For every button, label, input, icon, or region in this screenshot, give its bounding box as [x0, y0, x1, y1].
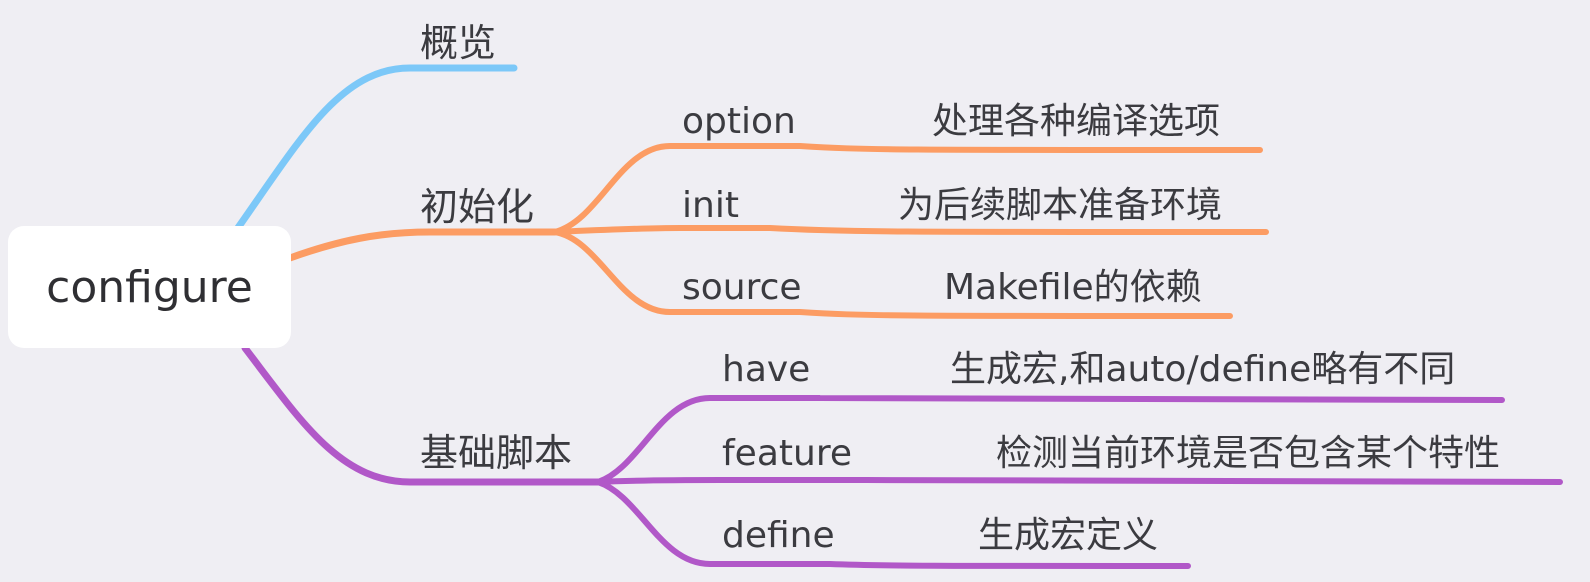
connector-overview [231, 64, 518, 236]
connector-define [595, 479, 1191, 569]
node-have[interactable]: have [722, 349, 811, 390]
node-init[interactable]: init [682, 185, 739, 226]
root-node[interactable]: configure [8, 226, 291, 348]
branch-initialization[interactable]: 初始化 [420, 185, 535, 229]
detail-init[interactable]: 为后续脚本准备环境 [898, 185, 1223, 226]
connector-feature [595, 477, 1563, 485]
detail-option[interactable]: 处理各种编译选项 [932, 101, 1221, 142]
node-feature[interactable]: feature [722, 433, 852, 474]
root-label: configure [46, 261, 253, 313]
branch-overview[interactable]: 概览 [420, 21, 497, 65]
detail-feature[interactable]: 检测当前环境是否包含某个特性 [996, 433, 1501, 474]
detail-have[interactable]: 生成宏,和auto/define略有不同 [950, 349, 1456, 390]
node-define[interactable]: define [722, 515, 835, 556]
node-option[interactable]: option [682, 101, 796, 142]
connector-basic-scripts-branch [241, 344, 602, 486]
node-source[interactable]: source [682, 267, 802, 308]
detail-define[interactable]: 生成宏定义 [978, 515, 1159, 556]
connector-have [595, 395, 1505, 485]
branch-basic-scripts[interactable]: 基础脚本 [420, 431, 573, 475]
connector-init-branch [286, 228, 559, 262]
connector-source [552, 229, 1233, 319]
connector-option [552, 143, 1263, 235]
detail-source[interactable]: Makefile的依赖 [944, 267, 1202, 308]
connector-init [552, 225, 1269, 235]
